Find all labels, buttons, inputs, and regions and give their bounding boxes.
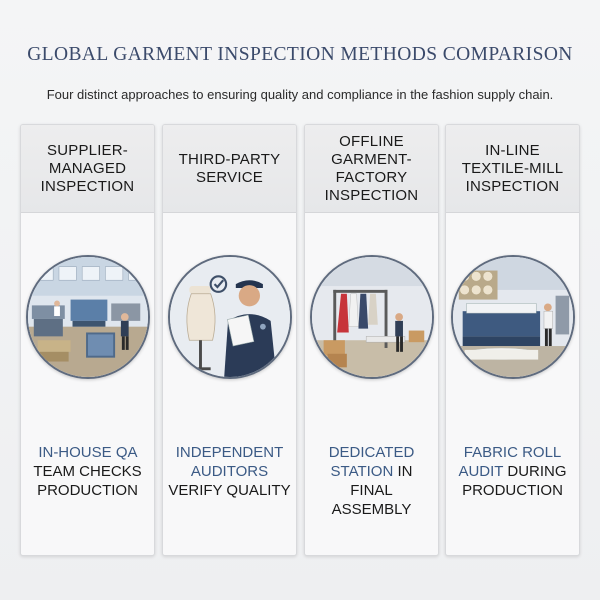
card-in-line-textile-mill: IN-LINE TEXTILE-MILL INSPECTION	[445, 124, 580, 556]
card-heading: IN-LINE TEXTILE-MILL INSPECTION	[446, 125, 579, 213]
card-heading-text: OFFLINE GARMENT-FACTORY INSPECTION	[324, 132, 419, 204]
card-supplier-managed: SUPPLIER-MANAGED INSPECTION	[20, 124, 155, 556]
card-description-highlight: FABRIC ROLL AUDIT	[458, 444, 562, 480]
page-subtitle: Four distinct approaches to ensuring qua…	[46, 87, 554, 102]
card-description: FABRIC ROLL AUDIT DURING PRODUCTION	[446, 443, 579, 500]
card-offline-garment-factory: OFFLINE GARMENT-FACTORY INSPECTION	[304, 124, 439, 556]
card-description: INDEPENDENT AUDITORS VERIFY QUALITY	[163, 443, 296, 500]
card-description: DEDICATED STATION IN FINAL ASSEMBLY	[305, 443, 438, 519]
card-heading: OFFLINE GARMENT-FACTORY INSPECTION	[305, 125, 438, 213]
card-description-rest: IN FINAL ASSEMBLY	[331, 463, 413, 518]
card-heading-text: THIRD-PARTY SERVICE	[178, 150, 281, 186]
comparison-cards: SUPPLIER-MANAGED INSPECTION	[20, 124, 580, 556]
card-description-highlight: IN-HOUSE QA	[38, 444, 137, 461]
factory-floor-illustration	[26, 255, 150, 379]
card-description-highlight: DEDICATED STATION	[328, 444, 415, 480]
fabric-roll-machine-illustration	[451, 255, 575, 379]
card-description-rest: VERIFY QUALITY	[168, 482, 291, 499]
card-heading-text: IN-LINE TEXTILE-MILL INSPECTION	[461, 141, 564, 195]
garment-rack-station-illustration	[310, 255, 434, 379]
card-description-rest: DURING PRODUCTION	[462, 463, 567, 499]
page-title: GLOBAL GARMENT INSPECTION METHODS COMPAR…	[27, 44, 573, 65]
card-description-highlight: INDEPENDENT AUDITORS	[175, 444, 284, 480]
card-third-party: THIRD-PARTY SERVICE INDEPENDENT AUDITORS…	[162, 124, 297, 556]
card-description: IN-HOUSE QA TEAM CHECKS PRODUCTION	[21, 443, 154, 500]
auditor-with-clipboard-illustration	[168, 255, 292, 379]
card-heading: SUPPLIER-MANAGED INSPECTION	[21, 125, 154, 213]
card-heading: THIRD-PARTY SERVICE	[163, 125, 296, 213]
card-heading-text: SUPPLIER-MANAGED INSPECTION	[40, 141, 135, 195]
card-description-rest: TEAM CHECKS PRODUCTION	[33, 463, 142, 499]
